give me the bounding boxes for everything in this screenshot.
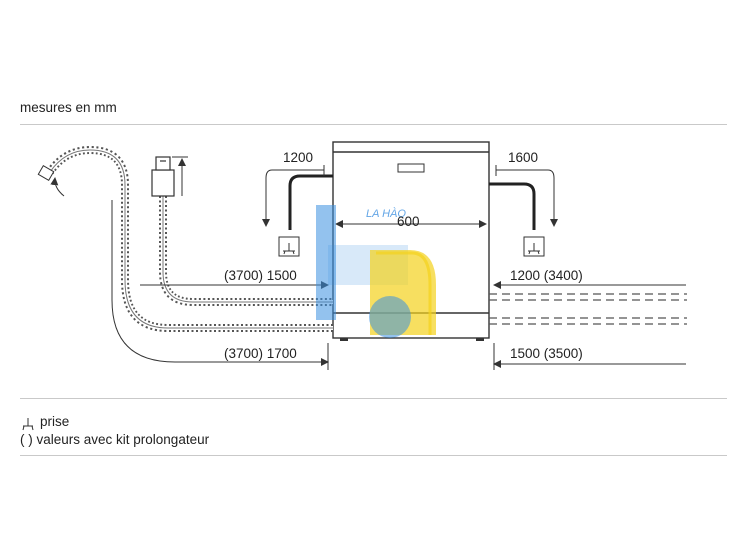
units-label: mesures en mm [20,100,117,115]
right-mid-label: 1200 (3400) [510,268,583,283]
right-bottom-label: 1500 (3500) [510,346,583,361]
left-bottom-dimension-line [111,200,329,366]
right-top-label: 1600 [508,150,539,165]
legend-top-divider [20,398,727,399]
left-top-label: 1200 [283,150,314,165]
left-bottom-label: (3700) 1700 [224,346,297,361]
drain-hose [37,145,333,332]
water-inlet-hose [159,196,333,306]
right-power-cable [489,165,558,230]
drain-flow-arrow [50,177,65,197]
svg-text:LA HÀO: LA HÀO [366,207,406,220]
left-power-cable [262,165,333,230]
top-divider [20,124,727,125]
foot-right [476,338,484,341]
watermark-logo: LA HÀO [314,205,444,345]
foot-left [340,338,348,341]
right-socket-icon [523,236,545,257]
legend-extension-label: ( ) valeurs avec kit prolongateur [20,432,210,447]
right-hose-paths [489,293,687,325]
legend-socket-icon [22,418,34,431]
left-socket-icon [278,236,300,257]
width-label: 600 [397,214,420,229]
legend-bottom-divider [20,455,727,456]
left-mid-label: (3700) 1500 [224,268,297,283]
legend-socket-label: prise [40,414,70,429]
aquastop-valve [151,156,175,197]
